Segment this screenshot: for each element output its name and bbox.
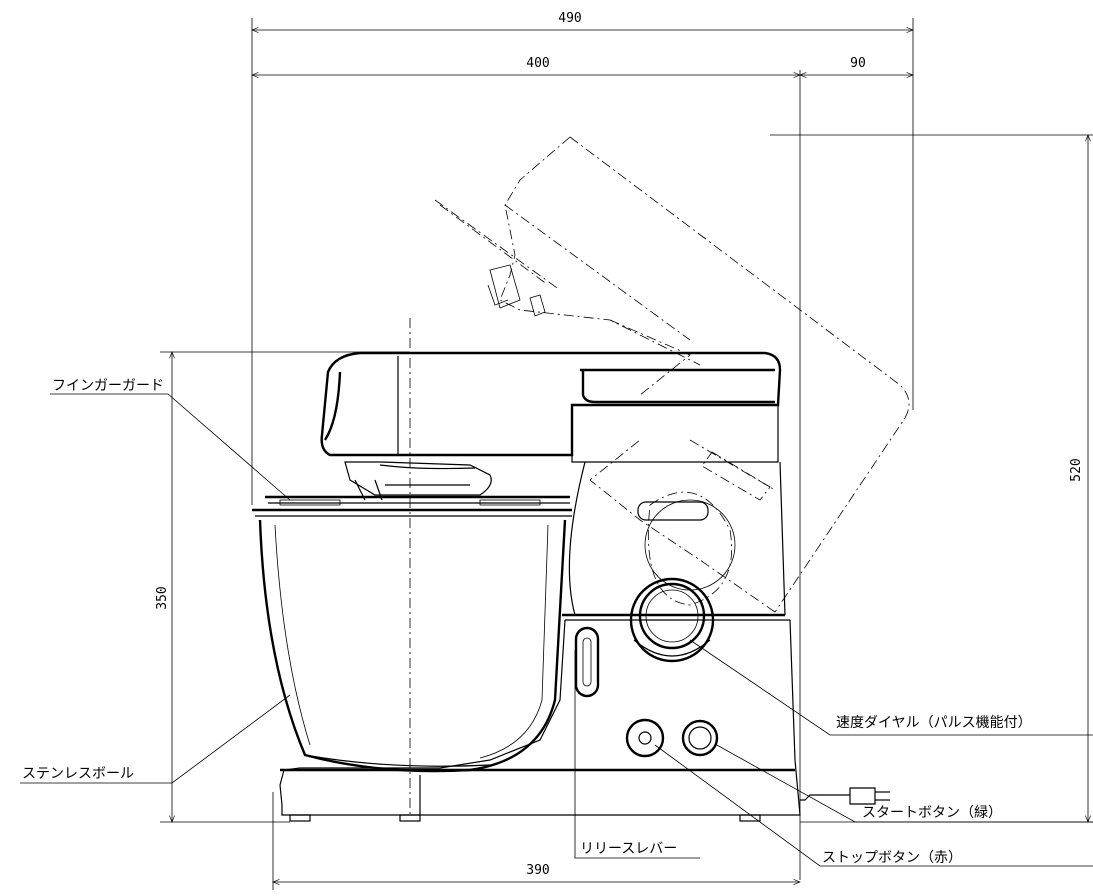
label-finger-guard: フインガーガード <box>52 378 164 394</box>
label-stop-button: ストップボタン（赤） <box>822 850 962 866</box>
extension-lines <box>160 18 1093 890</box>
finger-guard <box>265 461 570 506</box>
tilted-head-outline <box>434 136 910 613</box>
dim-total-width: 490 <box>558 11 581 26</box>
dim-body-width: 400 <box>526 56 549 71</box>
mixer-body <box>279 461 890 822</box>
label-speed-dial: 速度ダイヤル（パルス機能付） <box>836 715 1032 731</box>
start-button <box>681 719 719 757</box>
dim-head-overhang: 90 <box>850 56 866 71</box>
release-lever <box>574 626 600 698</box>
stop-button <box>625 718 665 758</box>
dimension-lines <box>172 30 1088 882</box>
label-release-lever: リリースレバー <box>580 841 677 857</box>
leader-lines <box>20 393 1093 867</box>
dim-base-width: 390 <box>526 863 549 878</box>
stainless-bowl <box>252 508 572 773</box>
label-stainless-bowl: ステンレスボール <box>22 766 134 782</box>
speed-dial <box>629 577 715 663</box>
dim-height: 350 <box>155 586 170 609</box>
dim-tilted-height: 520 <box>1069 458 1084 481</box>
mixer-head <box>320 351 782 463</box>
label-start-button: スタートボタン（緑） <box>862 805 1002 821</box>
